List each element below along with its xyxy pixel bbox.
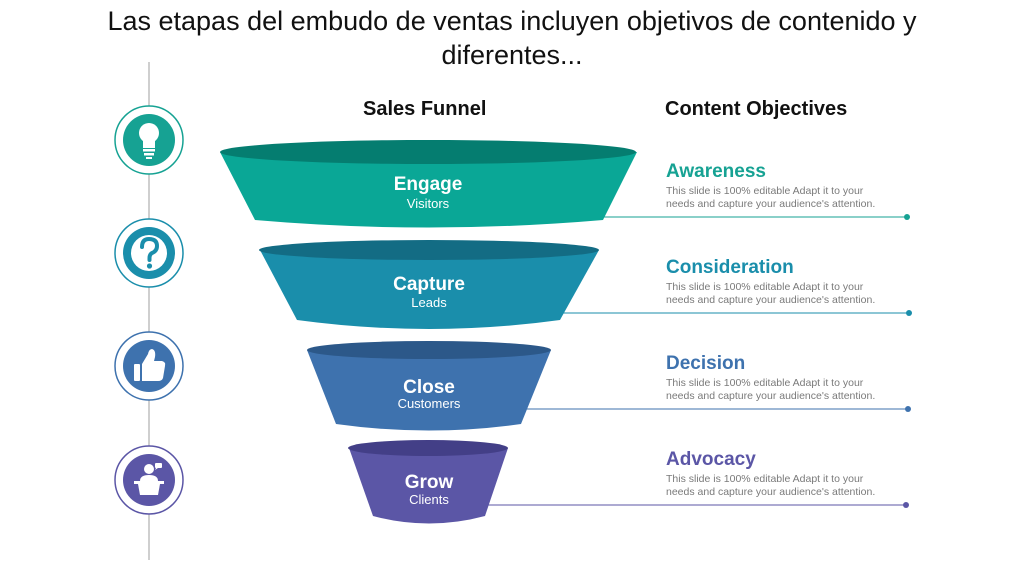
connector-advocacy [485,502,909,508]
stage-name: Grow [405,472,454,493]
connector-awareness [595,214,910,220]
sales-funnel-header: Sales Funnel [363,98,487,120]
objective-desc-line: needs and capture your audience's attent… [666,294,875,306]
objective-title: Decision [666,353,745,374]
stage-sub: Clients [409,492,449,507]
objective-desc-line: needs and capture your audience's attent… [666,198,875,210]
objective-desc-line: This slide is 100% editable Adapt it to … [666,377,864,389]
objective-desc-line: needs and capture your audience's attent… [666,486,875,498]
stage-name: Close [403,377,455,398]
objective-decision: Decision This slide is 100% editable Ada… [666,353,875,402]
stage-sub: Visitors [407,196,450,211]
objective-awareness: Awareness This slide is 100% editable Ad… [666,161,875,210]
content-objectives-header: Content Objectives [665,98,848,120]
objective-title: Consideration [666,257,794,278]
slide-title: Las etapas del embudo de ventas incluyen… [107,6,917,70]
stage-sub: Leads [411,295,447,310]
objective-advocacy: Advocacy This slide is 100% editable Ada… [666,449,875,498]
stage-sub: Customers [398,396,461,411]
speaker-podium-icon [114,445,184,515]
connector-consideration [560,310,912,316]
question-mark-icon [114,218,184,288]
objective-consideration: Consideration This slide is 100% editabl… [666,257,875,306]
objective-title: Awareness [666,161,766,182]
connector-decision [522,406,911,412]
lightbulb-icon [114,105,184,175]
stage-name: Capture [393,274,465,295]
objective-title: Advocacy [666,449,756,470]
objective-desc-line: This slide is 100% editable Adapt it to … [666,185,864,197]
objective-desc-line: needs and capture your audience's attent… [666,390,875,402]
funnel-stage-capture: Capture Leads [259,240,599,329]
stage-name: Engage [394,174,463,195]
thumbs-up-icon [114,331,184,401]
funnel-stage-close: Close Customers [307,341,551,431]
funnel-stage-grow: Grow Clients [348,440,508,524]
objective-desc-line: This slide is 100% editable Adapt it to … [666,281,864,293]
objective-desc-line: This slide is 100% editable Adapt it to … [666,473,864,485]
funnel-stage-engage: Engage Visitors [220,140,637,228]
